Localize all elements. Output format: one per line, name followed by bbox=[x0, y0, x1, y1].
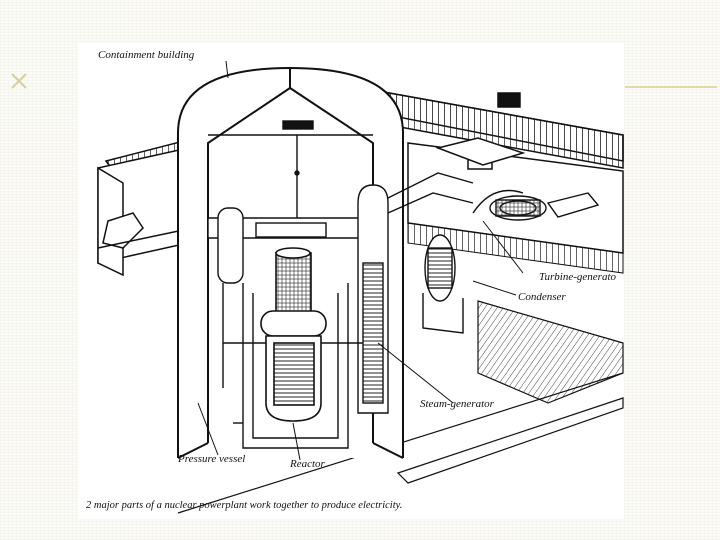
x-mark-icon bbox=[11, 73, 27, 89]
decorative-rule bbox=[625, 86, 717, 88]
nuclear-plant-diagram: Containment building Turbine-generato Co… bbox=[78, 43, 624, 519]
label-steam-generator: Steam-generator bbox=[420, 398, 494, 410]
steam-generator-left bbox=[217, 207, 244, 284]
figure-caption: 2 major parts of a nuclear powerplant wo… bbox=[86, 500, 403, 511]
diagram-drawing bbox=[97, 60, 624, 514]
operating-deck bbox=[207, 217, 374, 239]
label-containment-building: Containment building bbox=[98, 49, 195, 61]
label-reactor: Reactor bbox=[290, 458, 325, 470]
ground-cutaway bbox=[177, 300, 624, 514]
polar-crane bbox=[208, 120, 373, 223]
steam-pipes bbox=[387, 172, 474, 214]
label-condenser: Condenser bbox=[518, 291, 566, 303]
turbine-generator bbox=[472, 189, 600, 221]
reactor-vessel bbox=[260, 247, 327, 422]
label-turbine-generator: Turbine-generato bbox=[539, 271, 616, 283]
left-annex-building bbox=[97, 147, 189, 277]
label-leader-lines bbox=[197, 60, 524, 461]
condenser bbox=[422, 234, 464, 334]
label-pressure-vessel: Pressure vessel bbox=[178, 453, 246, 465]
steam-generator-right bbox=[357, 184, 389, 414]
